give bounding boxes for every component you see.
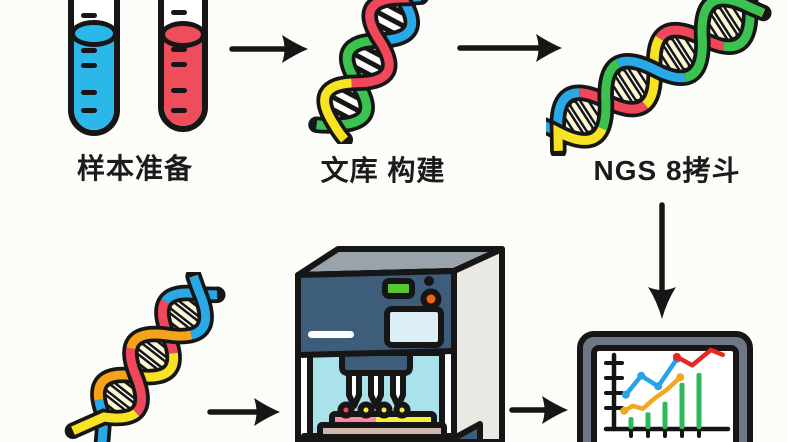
- blue-liquid-surface: [74, 20, 114, 47]
- dna-helix-input-icon: [64, 272, 226, 442]
- probe-icon: [368, 370, 384, 409]
- red-liquid-surface: [164, 21, 202, 48]
- tube-tick: [171, 62, 187, 67]
- test-tube-blue-icon: [68, 0, 120, 136]
- monitor-icon: [577, 331, 753, 442]
- arrow-sequencer-to-monitor-icon: [509, 396, 568, 424]
- arrow-sample-to-library-icon: [229, 35, 308, 63]
- tube-tick: [81, 108, 97, 113]
- tube-tick: [171, 10, 187, 15]
- arrow-ngs-to-monitor-icon: [648, 202, 676, 319]
- sequencer-screen: [384, 306, 444, 348]
- sample-well-yellow: [375, 401, 393, 419]
- library-construction-label: 文库 构建: [320, 155, 446, 186]
- tube-tick: [171, 108, 187, 113]
- sample-plate-yellow: [376, 414, 434, 425]
- tube-tick: [171, 88, 187, 93]
- ngs-sequencing-label: NGS 8拷斗: [593, 155, 741, 186]
- orange-button-icon: [420, 288, 442, 310]
- tube-tick: [81, 48, 97, 53]
- test-tube-red-icon: [158, 0, 208, 132]
- sample-prep-label: 样本准备: [76, 153, 193, 184]
- dna-helix-ngs-icon: [546, 0, 772, 156]
- black-dot-icon: [424, 276, 434, 286]
- sample-well-yellow: [357, 401, 375, 419]
- tube-tick: [171, 47, 187, 52]
- tube-tick: [81, 90, 97, 95]
- sample-well-red: [337, 401, 355, 419]
- panel-slit: [308, 331, 354, 338]
- dna-rungs: [95, 291, 209, 420]
- arrow-library-to-ngs-icon: [457, 34, 562, 62]
- sequencer-icon: [295, 246, 505, 442]
- tube-tick: [81, 13, 97, 18]
- probe-icon: [346, 370, 362, 409]
- tube-tick: [81, 63, 97, 68]
- arrow-dna-to-sequencer-icon: [207, 398, 280, 426]
- results-chart: [603, 347, 731, 438]
- probe-icon: [390, 370, 406, 409]
- green-led-icon: [382, 278, 415, 299]
- sequencer-side-face: [452, 246, 505, 442]
- dna-helix-library-icon: [308, 0, 430, 144]
- sample-plate-pink: [332, 414, 376, 425]
